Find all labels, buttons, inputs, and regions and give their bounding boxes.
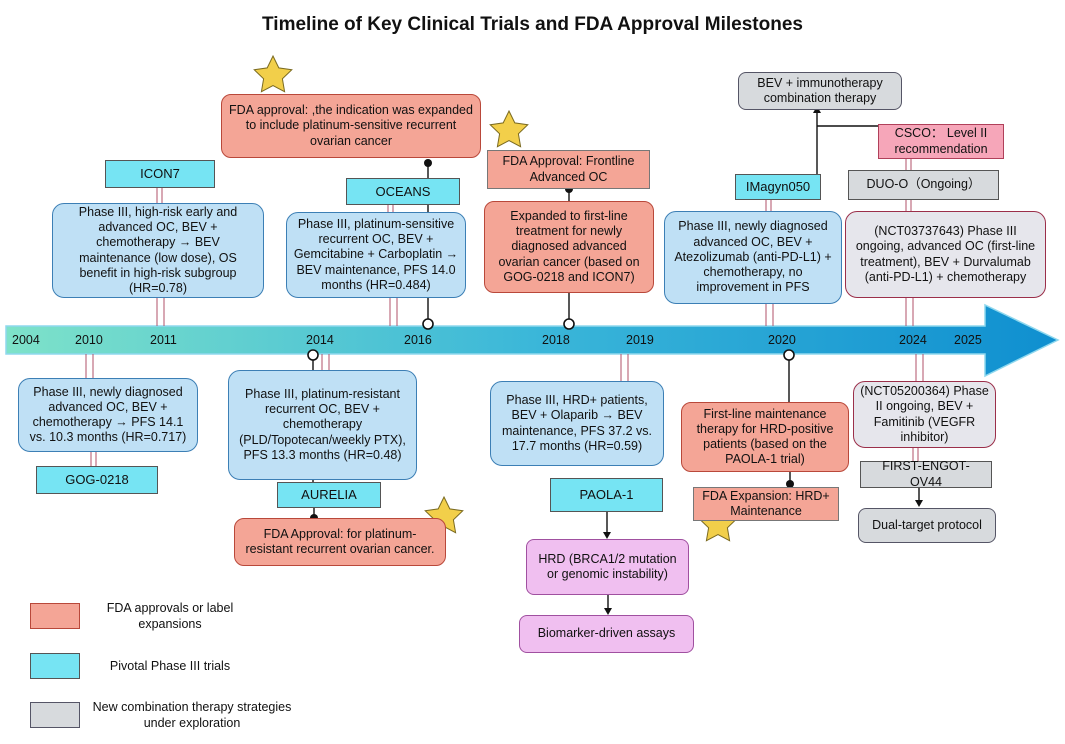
hrd-biomarker-box: HRD (BRCA1/2 mutation or genomic instabi… (526, 539, 689, 595)
year-label: 2011 (150, 333, 177, 347)
star-icon (489, 109, 529, 148)
legend-label-combination: New combination therapy strategies under… (92, 700, 292, 730)
trial-first-engot: FIRST-ENGOT-OV44 (860, 459, 992, 489)
connector-lines (85, 159, 924, 466)
year-label: 2010 (75, 333, 103, 347)
axis-markers (307, 318, 795, 361)
desc-paola1: Phase III, HRD+ patients, BEV + Olaparib… (490, 381, 664, 466)
legend-label-fda: FDA approvals or label expansions (106, 601, 234, 631)
biomarker-assays-box: Biomarker-driven assays (519, 615, 694, 653)
desc-first-engot: (NCT05200364) Phase II ongoing, BEV + Fa… (853, 381, 996, 448)
page-title: Timeline of Key Clinical Trials and FDA … (262, 14, 803, 35)
trial-oceans: OCEANS (346, 178, 460, 205)
legend-label-trials: Pivotal Phase III trials (109, 659, 231, 673)
year-label: 2016 (404, 333, 432, 347)
year-label: 2019 (626, 333, 654, 347)
fda-frontline: FDA Approval: Frontline Advanced OC (487, 150, 650, 189)
desc-gog0218: Phase III, newly diagnosed advanced OC, … (18, 378, 198, 452)
trial-aurelia: AURELIA (277, 482, 381, 508)
year-label: 2014 (306, 333, 334, 347)
legend-swatch-trials (30, 653, 80, 679)
bev-immunotherapy-box: BEV + immunotherapy combination therapy (738, 72, 902, 110)
legend-swatch-fda (30, 603, 80, 629)
year-label: 2004 (12, 333, 40, 347)
trial-imagyn050: IMagyn050 (735, 174, 821, 200)
csco-recommendation: CSCO： Level II recommendation (878, 124, 1004, 159)
fda-aurelia-approval: FDA Approval: for platinum-resistant rec… (234, 518, 446, 566)
legend-swatch-combination (30, 702, 80, 728)
year-label: 2020 (768, 333, 796, 347)
star-icon (253, 54, 293, 93)
trial-gog0218: GOG-0218 (36, 466, 158, 494)
trial-icon7: ICON7 (105, 160, 215, 188)
year-label: 2025 (954, 333, 982, 347)
timeline-arrow (5, 303, 1060, 378)
year-label: 2018 (542, 333, 570, 347)
fda-oceans-approval: FDA approval: ,the indication was expand… (221, 94, 481, 158)
desc-icon7: Phase III, high-risk early and advanced … (52, 203, 264, 298)
fda-frontline-detail: Expanded to first-line treatment for new… (484, 201, 654, 293)
desc-oceans: Phase III, platinum-sensitive recurrent … (286, 212, 466, 298)
trial-duoo: DUO-O（Ongoing） (848, 170, 999, 200)
fda-hrd-detail: First-line maintenance therapy for HRD-p… (681, 402, 849, 472)
desc-duoo: (NCT03737643) Phase III ongoing, advance… (845, 211, 1046, 298)
dual-target-box: Dual-target protocol (858, 508, 996, 543)
desc-imagyn050: Phase III, newly diagnosed advanced OC, … (664, 211, 842, 304)
fda-hrd-expansion: FDA Expansion: HRD+ Maintenance (693, 487, 839, 521)
desc-aurelia: Phase III, platinum-resistant recurrent … (228, 370, 417, 480)
year-label: 2024 (899, 333, 927, 347)
trial-paola1: PAOLA-1 (550, 478, 663, 512)
